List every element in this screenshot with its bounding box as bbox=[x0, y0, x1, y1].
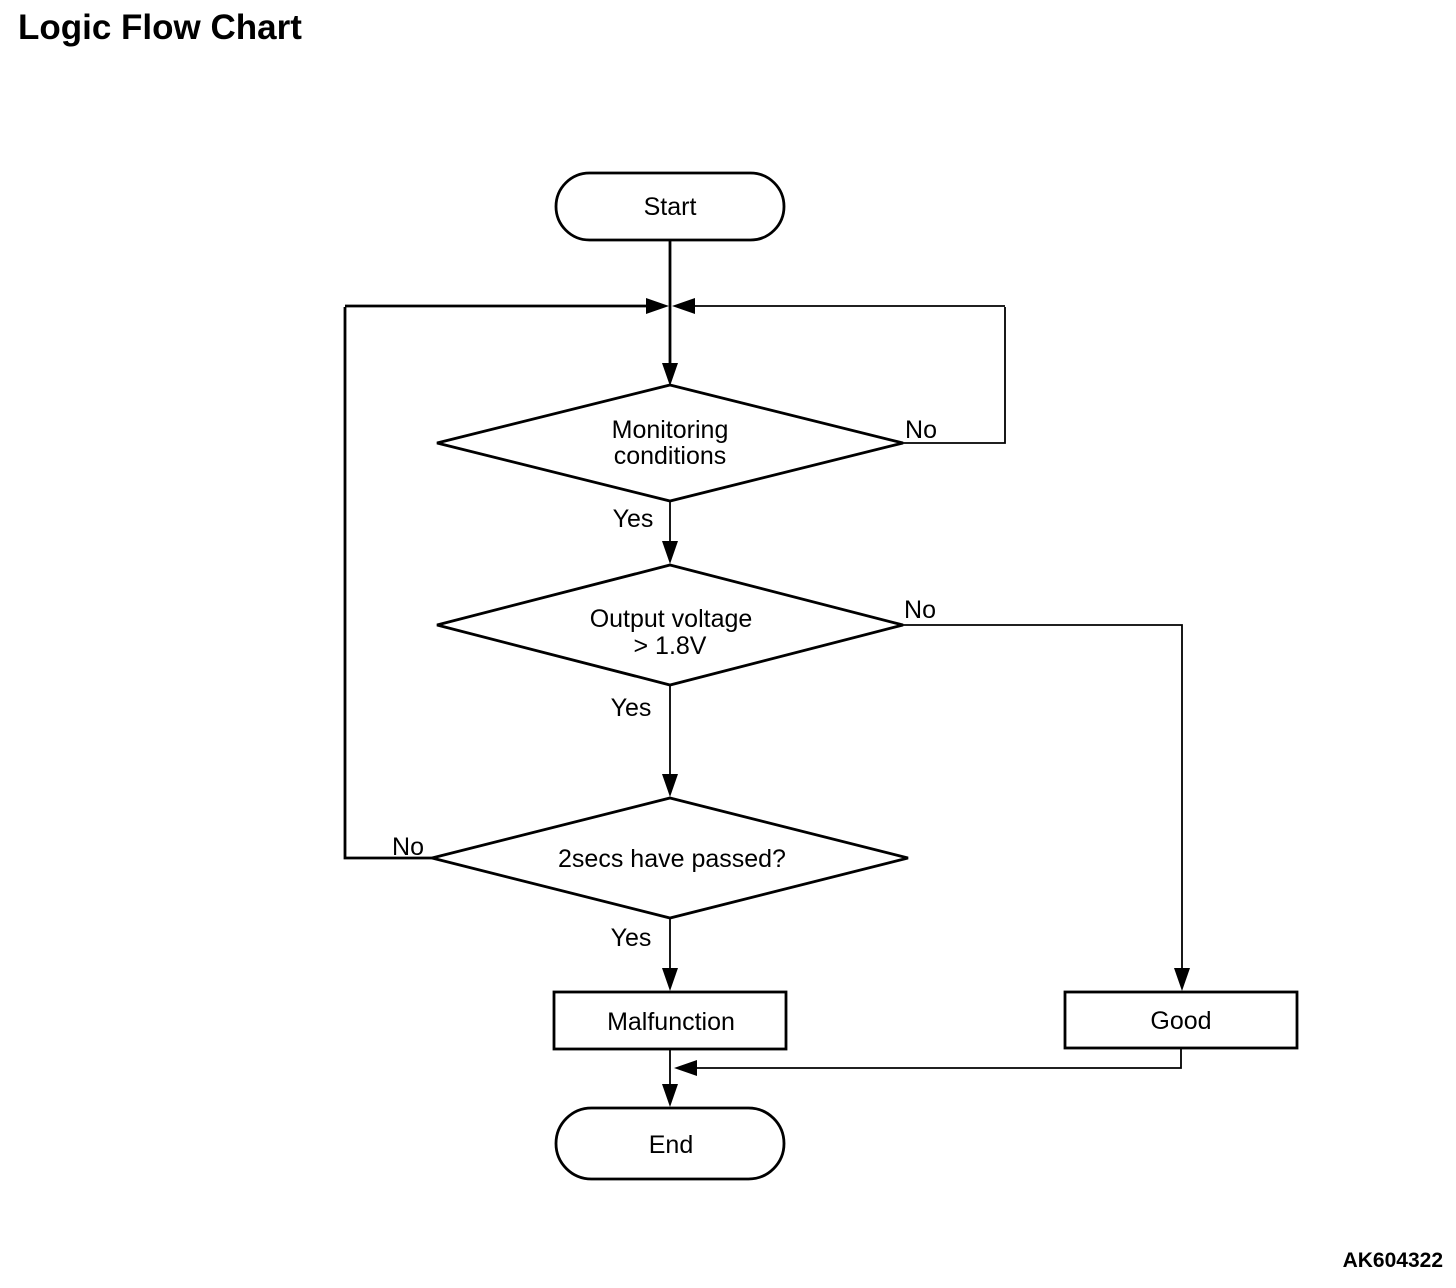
process-good-node bbox=[1063, 990, 1299, 1050]
process-malfunction-node bbox=[552, 990, 788, 1051]
arrowhead-good-merge bbox=[674, 1060, 697, 1076]
monitoring-no-label: No bbox=[905, 416, 937, 444]
arrowhead-into-malfunction bbox=[662, 968, 678, 991]
voltage-label-line1: Output voltage bbox=[590, 605, 753, 633]
arrowhead-into-timer bbox=[662, 774, 678, 797]
timer-yes-label: Yes bbox=[611, 924, 652, 952]
voltage-label-line2: > 1.8V bbox=[634, 632, 707, 660]
arrowhead-into-voltage bbox=[662, 541, 678, 564]
decision-voltage-node bbox=[436, 563, 904, 687]
figure-code: AK604322 bbox=[1343, 1249, 1443, 1272]
voltage-yes-label: Yes bbox=[611, 694, 652, 722]
page-title: Logic Flow Chart bbox=[18, 8, 302, 47]
start-node bbox=[554, 171, 786, 242]
edge-timer-no-loop bbox=[343, 307, 432, 860]
voltage-no-label: No bbox=[904, 596, 936, 624]
decision-timer-node bbox=[431, 796, 909, 920]
decision-monitoring-node bbox=[436, 383, 904, 503]
arrowhead-junction-from-right bbox=[672, 298, 695, 314]
arrowhead-into-good bbox=[1174, 968, 1190, 991]
monitoring-label-line2: conditions bbox=[614, 442, 727, 470]
edge-good-merge bbox=[694, 1048, 1182, 1069]
edge-voltage-no-to-good bbox=[903, 624, 1183, 972]
end-node bbox=[554, 1106, 786, 1181]
start-label: Start bbox=[644, 193, 697, 221]
arrowhead-junction-from-left bbox=[646, 298, 669, 314]
arrowhead-into-end bbox=[662, 1084, 678, 1107]
end-label: End bbox=[649, 1131, 693, 1159]
edge-monitoring-no-loop bbox=[903, 307, 1006, 444]
monitoring-label-line1: Monitoring bbox=[612, 416, 729, 444]
good-label: Good bbox=[1150, 1007, 1211, 1035]
monitoring-yes-label: Yes bbox=[613, 505, 654, 533]
arrowhead-into-monitoring bbox=[662, 363, 678, 386]
malfunction-label: Malfunction bbox=[607, 1008, 735, 1036]
timer-no-label: No bbox=[392, 833, 424, 861]
timer-label: 2secs have passed? bbox=[558, 845, 786, 873]
